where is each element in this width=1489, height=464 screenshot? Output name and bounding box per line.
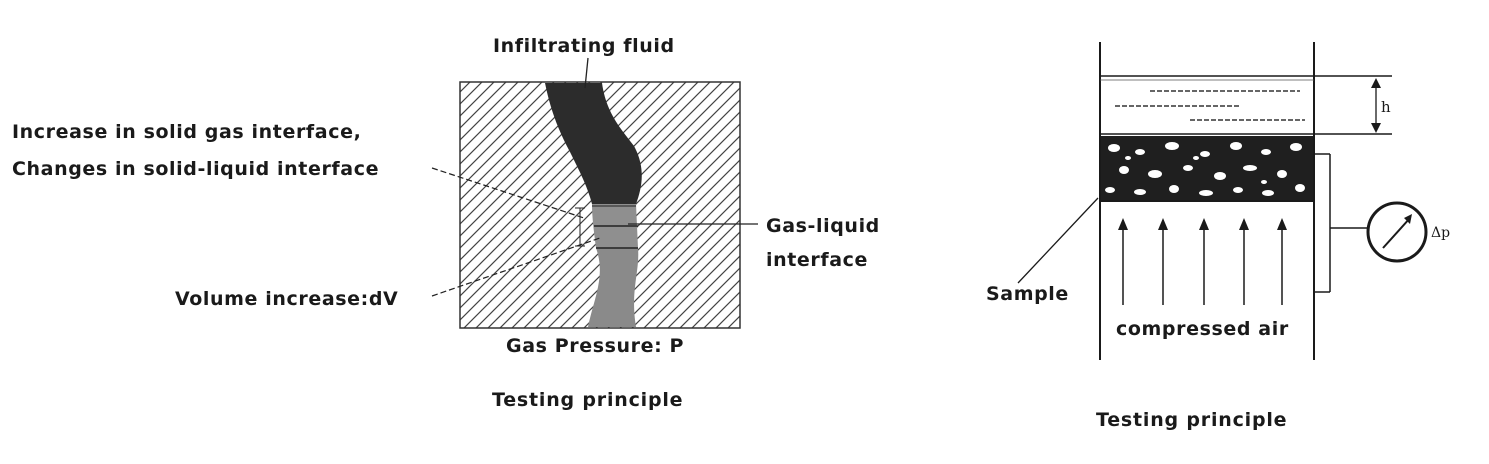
gas-liquid-label-line-2: interface [766, 249, 868, 271]
compressed-air-label: compressed air [1116, 318, 1289, 340]
volume-increase-leader [431, 237, 601, 297]
volume-increase-label: Volume increase:dV [175, 288, 398, 310]
sample-leader [1017, 197, 1099, 284]
infiltrating-fluid-label: Infiltrating fluid [493, 35, 675, 57]
gas-liquid-label-line-1: Gas-liquid [766, 215, 880, 237]
pressure-symbol: Δp [1431, 225, 1450, 241]
infiltrating-fluid-leader [584, 57, 589, 89]
annotation-line-1: Increase in solid gas interface, [12, 121, 361, 143]
infiltrating-fluid-region [545, 83, 642, 204]
right-diagram: h [986, 42, 1450, 431]
gauge-needle [1382, 217, 1411, 249]
sample-label: Sample [986, 283, 1069, 305]
left-caption: Testing principle [492, 389, 683, 411]
height-arrow-top [1371, 78, 1381, 88]
gauge-needle-tip [1404, 214, 1412, 224]
right-caption: Testing principle [1096, 409, 1287, 431]
height-symbol: h [1381, 98, 1391, 116]
annotation-line-2: Changes in solid-liquid interface [12, 158, 379, 180]
air-flow-arrows [1118, 218, 1287, 305]
sample-layer [1101, 136, 1313, 200]
gas-lower-region [588, 248, 639, 327]
height-arrow-bottom [1371, 123, 1381, 133]
gas-pressure-label: Gas Pressure: P [506, 335, 684, 357]
left-diagram: Infiltrating fluid Increase in solid gas… [12, 35, 880, 411]
